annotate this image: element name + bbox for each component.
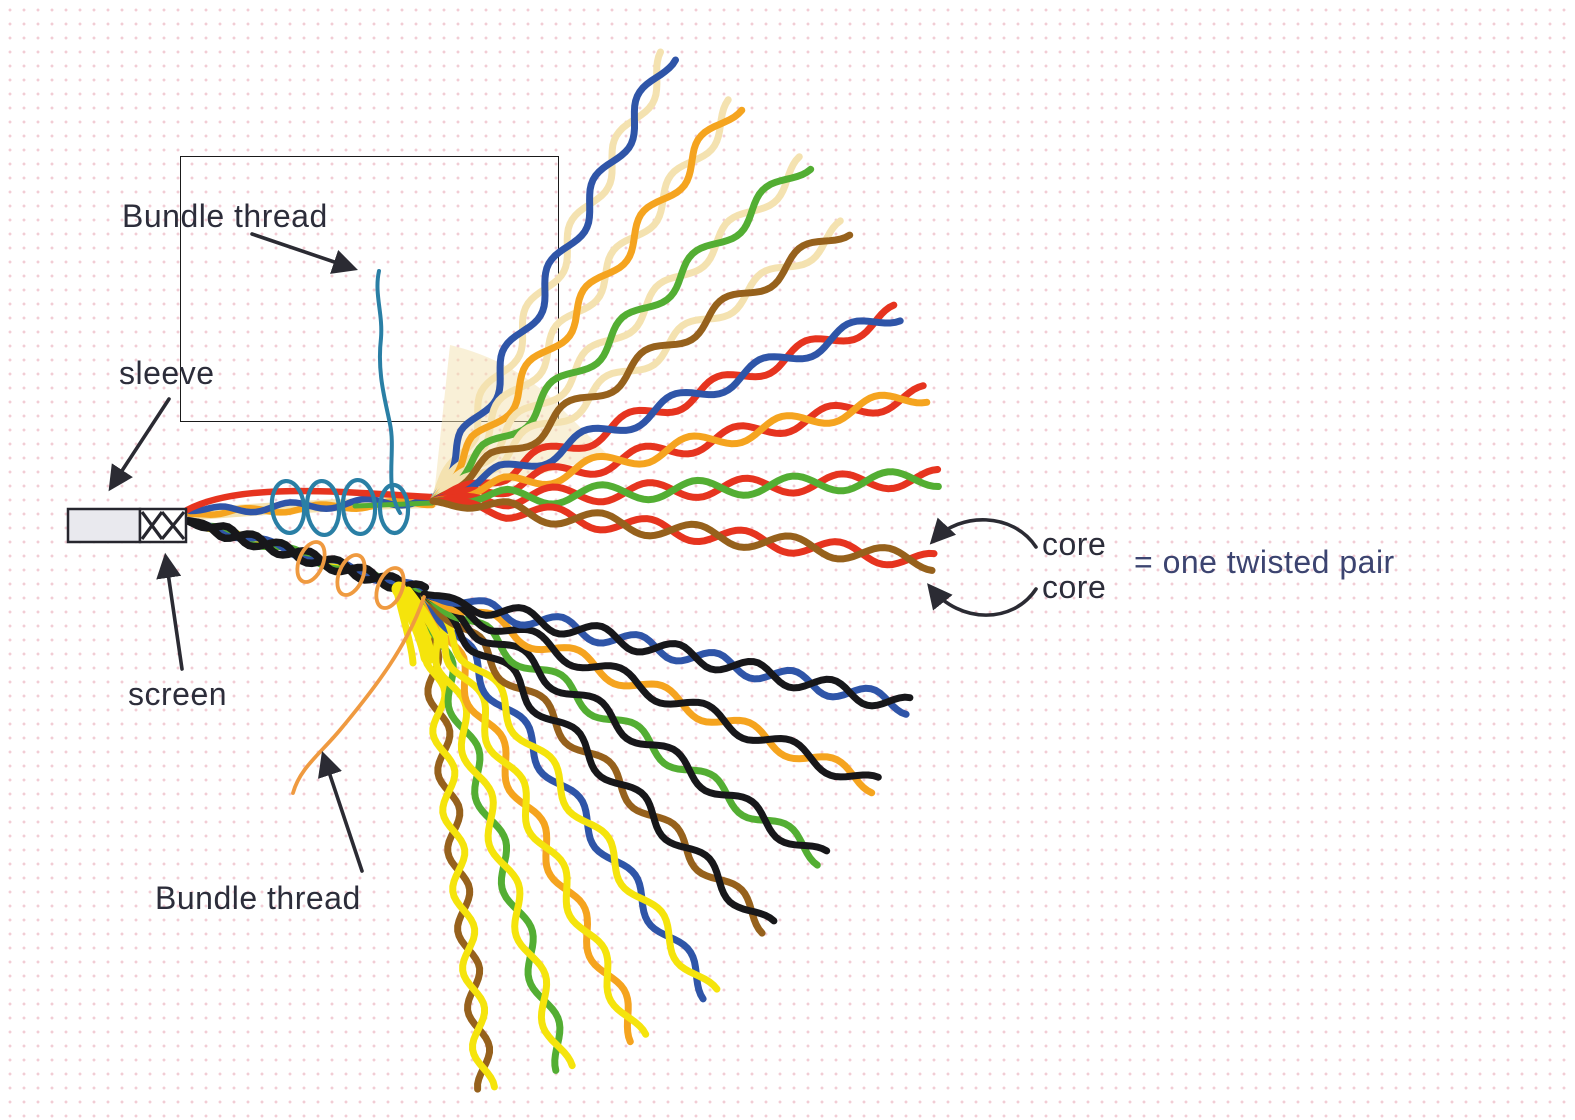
arrow-core-lower <box>927 583 1038 617</box>
bundle-thread-upper <box>269 269 411 538</box>
twisted-pair-lower-5 <box>420 590 721 1003</box>
label-twisted-pair-note: = one twisted pair <box>1134 544 1395 580</box>
arrow-bundle-thread-bottom <box>318 751 364 873</box>
label-core-upper: core <box>1042 526 1107 562</box>
arrow-bundle-thread-top <box>250 232 358 274</box>
twisted-pair-upper-4 <box>429 217 854 505</box>
twisted-pair-lower-2 <box>420 590 882 797</box>
label-bundle-thread-top: Bundle thread <box>122 198 328 234</box>
label-core-lower: core <box>1042 569 1107 605</box>
lower-trunk <box>184 516 430 601</box>
label-bundle-thread-bottom: Bundle thread <box>155 880 361 916</box>
label-sleeve: sleeve <box>119 355 215 391</box>
sleeve <box>66 507 142 544</box>
twisted-pair-lower-1 <box>420 590 914 718</box>
upper-bundle-pairs <box>429 48 942 574</box>
label-screen: screen <box>128 676 228 712</box>
bundle-thread-lower <box>291 540 426 795</box>
detail-callout-box <box>180 156 559 422</box>
arrow-core-upper <box>929 517 1038 549</box>
twisted-pair-upper-8 <box>429 497 938 574</box>
annotation-arrows <box>108 232 1038 873</box>
lower-bundle-pairs <box>420 590 914 1093</box>
twisted-pair-lower-8 <box>420 590 498 1093</box>
screen-hatch <box>138 507 188 544</box>
arrow-sleeve <box>108 397 171 492</box>
arrow-screen <box>156 552 184 671</box>
